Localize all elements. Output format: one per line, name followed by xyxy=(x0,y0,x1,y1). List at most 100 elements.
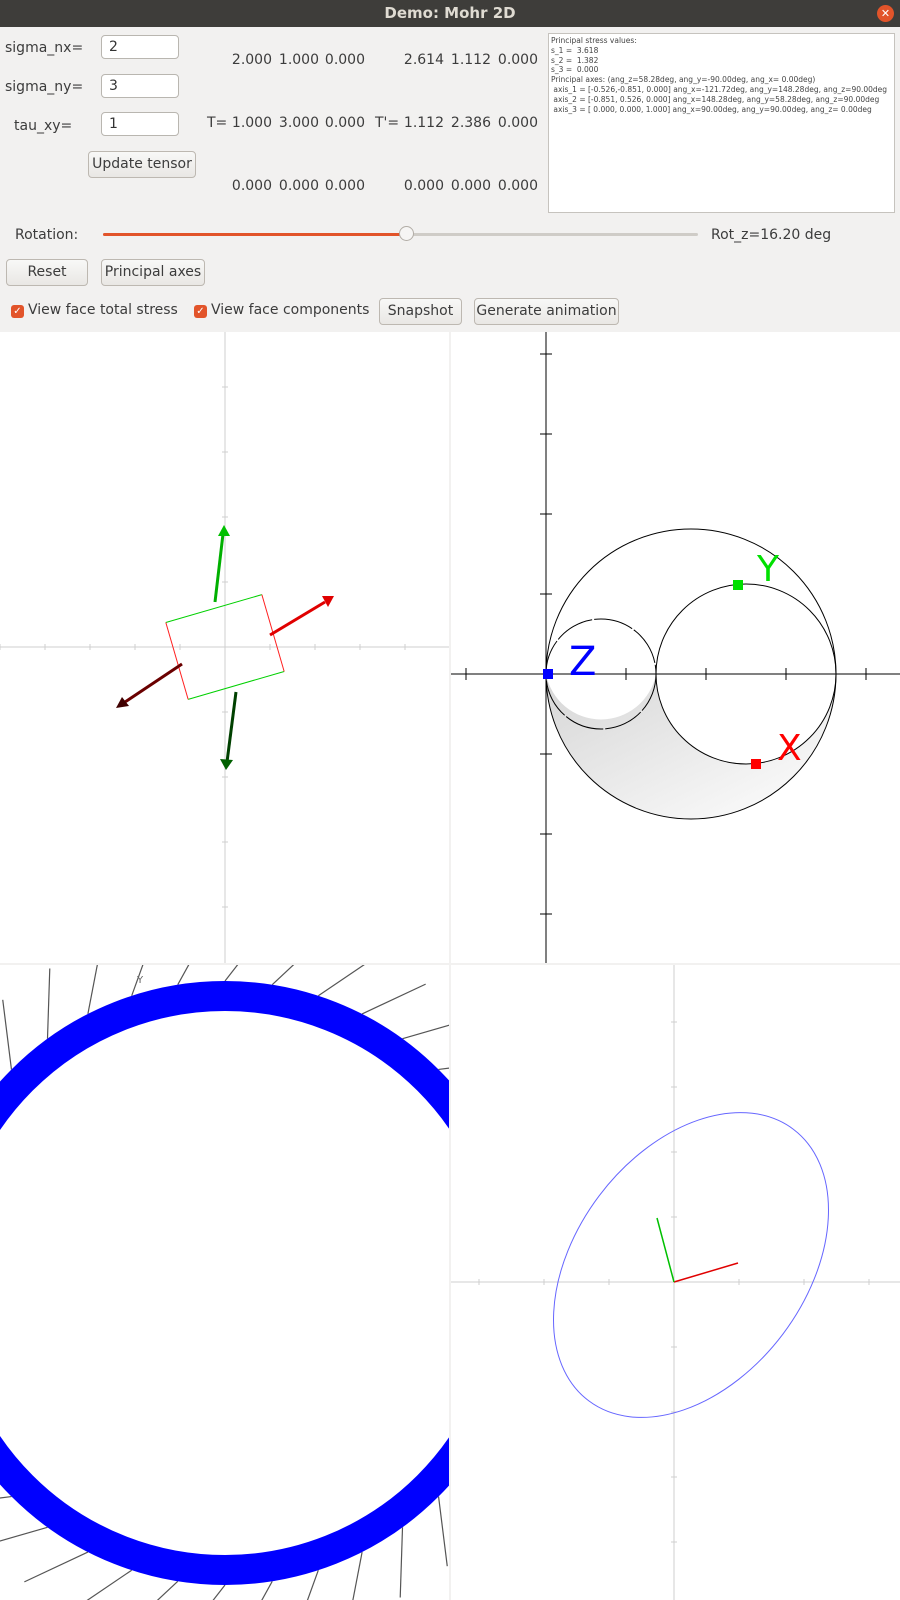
x-point-marker xyxy=(751,759,761,769)
stress-vector-line xyxy=(0,1495,12,1499)
y-point-marker xyxy=(733,580,743,590)
checkmark-icon: ✓ xyxy=(13,306,22,317)
window-titlebar: Demo: Mohr 2D ✕ xyxy=(0,0,900,27)
tau-xy-label: tau_xy= xyxy=(14,118,73,134)
tensor-t-cell: 3.000 xyxy=(278,115,319,131)
y-stress-arrow xyxy=(213,533,225,603)
stress-vector-line xyxy=(271,965,295,986)
principal-axes-button[interactable]: Principal axes xyxy=(101,259,205,286)
x-label: X xyxy=(777,728,802,769)
stress-vector-line xyxy=(361,983,426,1015)
sigma-ny-label: sigma_ny= xyxy=(5,79,84,95)
z-label: Z xyxy=(569,639,596,685)
stress-arrows xyxy=(116,525,334,770)
tensor-t-cell: 0.000 xyxy=(324,52,365,68)
x-direction-line xyxy=(673,1262,739,1283)
blue-stress-ring xyxy=(0,981,449,1585)
rotation-slider[interactable] xyxy=(103,226,698,241)
element-face-top xyxy=(165,594,262,624)
components-label: View face components xyxy=(211,302,370,318)
stress-vector-line xyxy=(224,965,239,982)
sigma-nx-field[interactable]: 2 xyxy=(101,35,179,59)
element-face-bottom xyxy=(188,670,285,700)
element-face-left xyxy=(165,622,189,700)
x-arrow-head-neg xyxy=(116,697,129,708)
tensor-t-cell: 1.000 xyxy=(231,115,272,131)
stress-vector-line xyxy=(438,1067,449,1071)
tensor-tprime-cell: 0.000 xyxy=(403,178,444,194)
stress-ellipse xyxy=(553,1112,829,1418)
total-stress-checkbox[interactable]: ✓ xyxy=(11,305,24,318)
mohr-axes xyxy=(451,332,900,963)
stress-vector-line xyxy=(399,1527,404,1598)
window-title: Demo: Mohr 2D xyxy=(384,4,516,22)
tensor-tprime-cell: 1.112 xyxy=(450,52,491,68)
mohr-shaded-region xyxy=(546,674,836,819)
z-point-marker xyxy=(543,669,553,679)
stress-vector-line xyxy=(46,968,51,1039)
y-direction-line xyxy=(656,1217,675,1283)
tensor-tprime-cell: 2.614 xyxy=(403,52,444,68)
stress-vector-line xyxy=(87,965,98,1015)
snapshot-button[interactable]: Snapshot xyxy=(379,298,462,325)
rotation-label: Rotation: xyxy=(15,227,79,243)
stress-ellipse-canvas xyxy=(451,965,900,1600)
update-tensor-button[interactable]: Update tensor xyxy=(88,151,196,178)
rotation-value: Rot_z=16.20 deg xyxy=(711,227,832,243)
close-icon: ✕ xyxy=(880,7,891,20)
tensor-t-label: T= xyxy=(207,115,228,131)
mohr-circle-panel[interactable]: Z Y X xyxy=(451,332,900,963)
tensor-t-cell: 0.000 xyxy=(324,115,365,131)
stress-vector-line xyxy=(24,1551,89,1583)
stress-3d-canvas: Y xyxy=(0,965,449,1600)
x-arrow-head xyxy=(322,596,334,607)
tensor-t-cell: 2.000 xyxy=(231,52,272,68)
y-axis-letter: Y xyxy=(136,975,144,986)
stress-vector-line xyxy=(317,965,365,997)
stress-vector-line xyxy=(352,1551,363,1600)
components-checkbox[interactable]: ✓ xyxy=(194,305,207,318)
stress-vector-line xyxy=(437,1496,448,1567)
principal-stress-info: Principal stress values: s_1 = 3.618 s_2… xyxy=(548,33,895,213)
stress-vector-line xyxy=(402,1024,449,1040)
tensor-tprime-cell: 0.000 xyxy=(497,115,538,131)
stress-element-panel[interactable] xyxy=(0,332,449,963)
stress-vector-line xyxy=(131,965,144,996)
axes-grid xyxy=(0,332,449,963)
total-stress-label: View face total stress xyxy=(28,302,178,318)
sigma-nx-label: sigma_nx= xyxy=(5,40,84,56)
tensor-tprime-cell: 0.000 xyxy=(497,52,538,68)
tensor-tprime-cell: 0.000 xyxy=(450,178,491,194)
tensor-tprime-label: T'= xyxy=(375,115,400,131)
tensor-t-cell: 1.000 xyxy=(278,52,319,68)
sigma-ny-field[interactable]: 3 xyxy=(101,74,179,98)
tensor-t-cell: 0.000 xyxy=(231,178,272,194)
stress-ellipse-panel[interactable] xyxy=(451,965,900,1600)
tensor-t-cell: 0.000 xyxy=(278,178,319,194)
y-arrow-head xyxy=(218,525,230,536)
stress-vector-line xyxy=(261,1580,273,1600)
checkmark-icon: ✓ xyxy=(196,306,205,317)
stress-vector-line xyxy=(0,1526,48,1542)
tensor-tprime-cell: 0.000 xyxy=(497,178,538,194)
stress-vector-line xyxy=(212,1584,226,1600)
stress-3d-panel[interactable]: Y xyxy=(0,965,449,1600)
tau-xy-field[interactable]: 1 xyxy=(101,112,179,136)
stress-vector-line xyxy=(2,999,13,1070)
y-label: Y xyxy=(756,549,780,590)
ellipse-axes xyxy=(451,965,900,1600)
stress-vector-line xyxy=(156,1580,179,1600)
tensor-tprime-cell: 2.386 xyxy=(450,115,491,131)
reset-button[interactable]: Reset xyxy=(6,259,88,286)
stress-vector-line xyxy=(177,965,190,986)
rotation-slider-handle[interactable] xyxy=(399,226,415,241)
x-stress-arrow-neg xyxy=(124,662,183,704)
tensor-tprime-cell: 1.112 xyxy=(403,115,444,131)
mohr-circle-canvas: Z Y X xyxy=(451,332,900,963)
y-arrow-head-neg xyxy=(220,759,233,770)
stress-vector-line xyxy=(306,1570,319,1600)
rotation-slider-fill xyxy=(103,233,407,236)
close-window-button[interactable]: ✕ xyxy=(877,5,894,22)
generate-animation-button[interactable]: Generate animation xyxy=(474,298,619,325)
y-stress-arrow-neg xyxy=(225,691,238,763)
